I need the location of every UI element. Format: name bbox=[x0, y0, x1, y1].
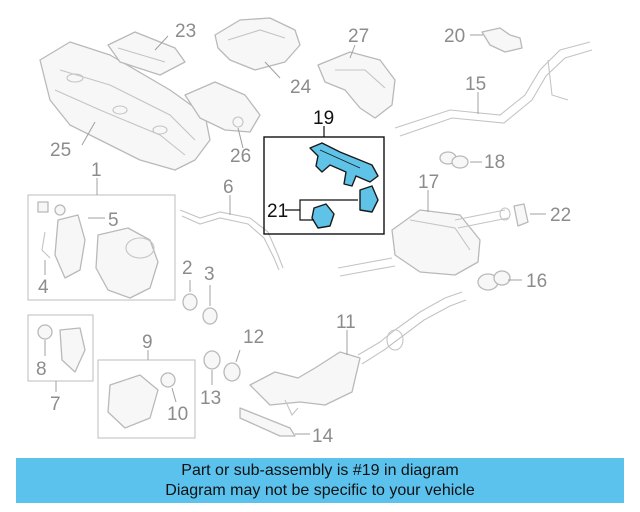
callout-13: 13 bbox=[200, 388, 221, 409]
part-25-heat-shield bbox=[39, 41, 211, 171]
part-7-group bbox=[27, 314, 94, 392]
callout-11: 11 bbox=[336, 312, 356, 333]
callout-6: 6 bbox=[223, 177, 234, 198]
part-19-hanger-bracket bbox=[263, 126, 385, 235]
part-9-group bbox=[97, 350, 196, 439]
part-26-heat-shield bbox=[184, 81, 261, 149]
callout-8: 8 bbox=[36, 359, 47, 380]
info-banner: Part or sub-assembly is #19 in diagram D… bbox=[16, 458, 624, 503]
callout-23: 23 bbox=[175, 21, 196, 42]
callout-3: 3 bbox=[204, 264, 215, 285]
part-16-clamp bbox=[477, 270, 522, 291]
callout-18: 18 bbox=[484, 152, 505, 173]
callout-9: 9 bbox=[142, 332, 153, 353]
callout-21: 21 bbox=[267, 201, 288, 222]
part-24-heat-shield bbox=[214, 17, 301, 79]
part-17-muffler bbox=[337, 190, 511, 277]
part-1-group bbox=[27, 178, 176, 301]
callout-4: 4 bbox=[38, 277, 49, 298]
part-23-heat-shield bbox=[107, 31, 186, 76]
part-20-bracket bbox=[470, 27, 523, 53]
callout-20: 20 bbox=[444, 26, 465, 47]
callout-2: 2 bbox=[182, 258, 193, 279]
callout-1: 1 bbox=[91, 160, 102, 181]
callout-12: 12 bbox=[243, 327, 264, 348]
callout-24: 24 bbox=[290, 77, 312, 98]
part-13-gasket bbox=[203, 350, 221, 385]
banner-line-2: Diagram may not be specific to your vehi… bbox=[165, 482, 475, 499]
part-15-tail-pipe bbox=[394, 41, 593, 137]
callout-26: 26 bbox=[230, 146, 251, 167]
part-14-bracket bbox=[239, 399, 310, 437]
part-3-gasket bbox=[202, 285, 218, 325]
part-2-gasket bbox=[182, 280, 198, 311]
callout-5: 5 bbox=[108, 210, 119, 231]
callout-17: 17 bbox=[418, 172, 439, 193]
callout-16: 16 bbox=[526, 271, 547, 292]
callout-15: 15 bbox=[465, 74, 486, 95]
callout-25: 25 bbox=[50, 140, 71, 161]
part-22-insulator bbox=[513, 203, 546, 227]
callout-7: 7 bbox=[50, 394, 61, 415]
part-6-sensor-line bbox=[179, 195, 284, 271]
part-27-heat-shield bbox=[317, 44, 396, 119]
callout-14: 14 bbox=[312, 426, 334, 447]
callout-10: 10 bbox=[167, 404, 188, 425]
banner-line-1: Part or sub-assembly is #19 in diagram bbox=[181, 462, 459, 479]
part-12-gasket bbox=[223, 349, 241, 382]
part-18-clamp bbox=[439, 151, 482, 169]
callout-27: 27 bbox=[348, 26, 369, 47]
part-11-front-pipe bbox=[249, 291, 467, 406]
callout-22: 22 bbox=[550, 205, 571, 226]
callout-19: 19 bbox=[313, 108, 334, 129]
